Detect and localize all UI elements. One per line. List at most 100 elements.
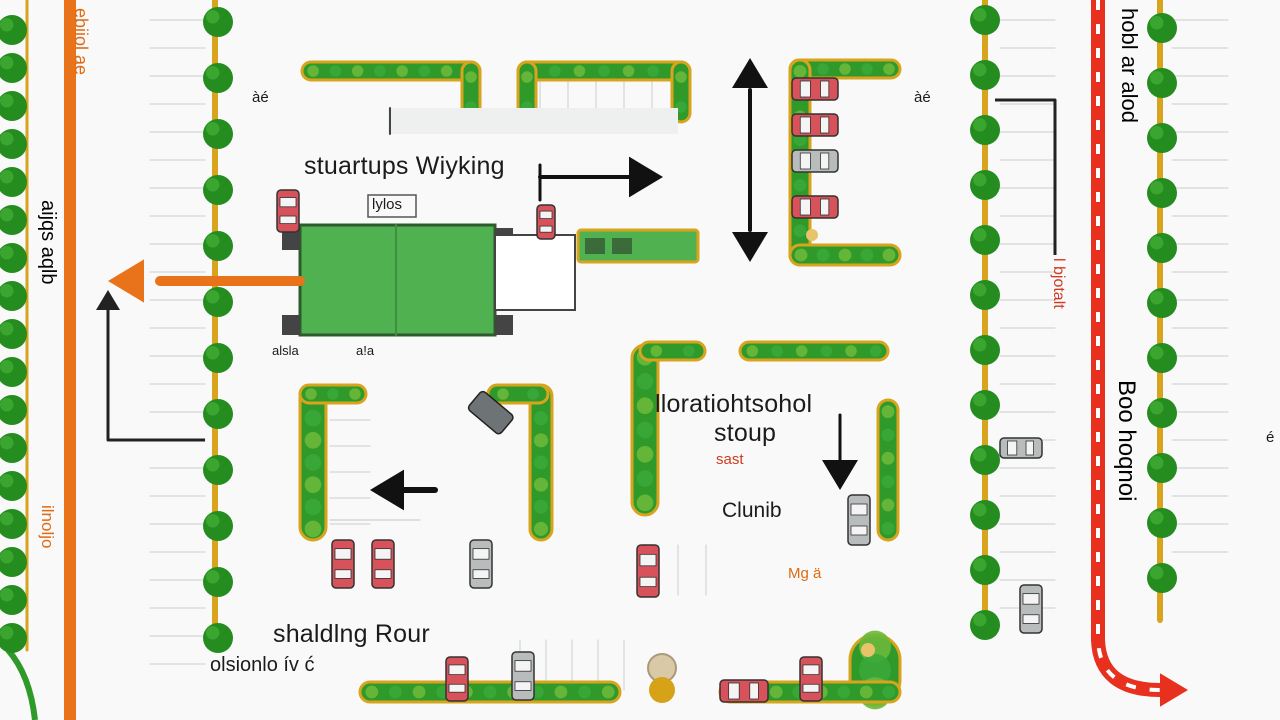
- car-windshield: [539, 210, 553, 219]
- bottom-label-2: olsionlo ív ć: [210, 654, 315, 676]
- tree: [1147, 123, 1177, 153]
- car-windshield: [1022, 593, 1040, 605]
- shrub: [573, 65, 586, 77]
- shrub: [793, 224, 807, 238]
- two-way-arrow-up: [732, 58, 768, 88]
- tree-highlight: [206, 346, 220, 360]
- shrub: [554, 685, 568, 699]
- shrub: [365, 685, 379, 699]
- shrub: [389, 685, 402, 699]
- tree-highlight: [0, 360, 14, 374]
- shrub: [329, 65, 342, 77]
- parked-car: [719, 679, 769, 703]
- tree-highlight: [973, 558, 987, 572]
- car-windshield: [799, 198, 811, 216]
- shrub: [396, 65, 408, 77]
- shrub: [351, 65, 364, 77]
- tree-highlight: [973, 173, 987, 187]
- car-rear-window: [539, 225, 553, 233]
- car-windshield: [514, 660, 532, 672]
- red-route-arrowhead: [1160, 673, 1188, 707]
- tree-highlight: [206, 10, 220, 24]
- parked-car: [511, 651, 535, 701]
- car-rear-window: [279, 215, 297, 224]
- shrub: [806, 229, 818, 241]
- tree-highlight: [973, 8, 987, 22]
- tree: [203, 399, 233, 429]
- shrub: [883, 63, 895, 75]
- shrub: [881, 521, 895, 535]
- down-arrow-head: [822, 460, 858, 490]
- tree-highlight: [0, 170, 14, 184]
- far-left-mid-vertical-label: aijqs aqlb: [37, 200, 59, 285]
- car-windshield: [374, 548, 392, 560]
- car-rear-window: [472, 569, 490, 579]
- car-windshield: [279, 197, 297, 208]
- parked-car: [536, 204, 556, 240]
- tree: [970, 280, 1000, 310]
- shrub: [533, 455, 549, 470]
- parked-car: [791, 77, 839, 101]
- shrub: [549, 65, 561, 77]
- shrub: [869, 345, 882, 357]
- car-rear-window: [1025, 440, 1035, 456]
- shrub: [861, 63, 873, 75]
- shrub: [304, 476, 322, 493]
- tree-highlight: [206, 626, 220, 640]
- shrub: [533, 433, 549, 448]
- tree-highlight: [973, 283, 987, 297]
- shrub: [578, 685, 591, 699]
- shrub: [820, 345, 833, 357]
- parked-car: [847, 494, 871, 546]
- tree-highlight: [973, 503, 987, 517]
- tree: [970, 445, 1000, 475]
- car-rear-window: [820, 116, 830, 134]
- shrub: [675, 71, 687, 83]
- right-road-bottom-vertical-label: Boo hoqnoi: [1113, 380, 1140, 502]
- tree-highlight: [0, 626, 14, 640]
- shrub: [845, 345, 857, 357]
- tree-highlight: [0, 512, 14, 526]
- parked-car: [445, 656, 469, 702]
- tree: [1147, 453, 1177, 483]
- hedge-island: [300, 60, 482, 82]
- shrub: [304, 520, 322, 538]
- shrub: [497, 388, 509, 400]
- parked-car: [791, 195, 839, 219]
- top-left-tag-label: àé: [252, 89, 269, 106]
- shrub: [304, 454, 322, 471]
- tree: [203, 567, 233, 597]
- shrub: [307, 65, 319, 77]
- shrub: [881, 475, 895, 489]
- shrub: [769, 685, 783, 699]
- parked-car: [999, 437, 1043, 459]
- tree-highlight: [1150, 401, 1164, 415]
- red-route-dash: [1096, 0, 1161, 692]
- car-rear-window: [374, 569, 392, 579]
- shrub: [793, 178, 807, 192]
- shrub: [682, 345, 695, 357]
- car-rear-window: [514, 681, 532, 691]
- tree-highlight: [206, 234, 220, 248]
- tree: [203, 343, 233, 373]
- shrub: [817, 63, 829, 75]
- tree: [1147, 178, 1177, 208]
- shrub: [861, 643, 875, 657]
- hedge-island: [738, 340, 890, 362]
- parked-car: [467, 390, 514, 435]
- building-tag-label-2: a!a: [356, 343, 375, 358]
- building-tag-label-1: alsla: [272, 343, 299, 358]
- tree-highlight: [1150, 566, 1164, 580]
- tree-highlight: [1150, 511, 1164, 525]
- car-windshield: [334, 548, 352, 560]
- shrub: [882, 248, 896, 262]
- car-windshield: [472, 548, 490, 560]
- hedge-island: [876, 398, 900, 542]
- parked-car: [331, 539, 355, 589]
- drop-off-zone: [388, 108, 678, 134]
- tree: [203, 63, 233, 93]
- tree-highlight: [0, 132, 14, 146]
- main-building: [298, 223, 497, 337]
- route-connector-line: [995, 98, 1057, 255]
